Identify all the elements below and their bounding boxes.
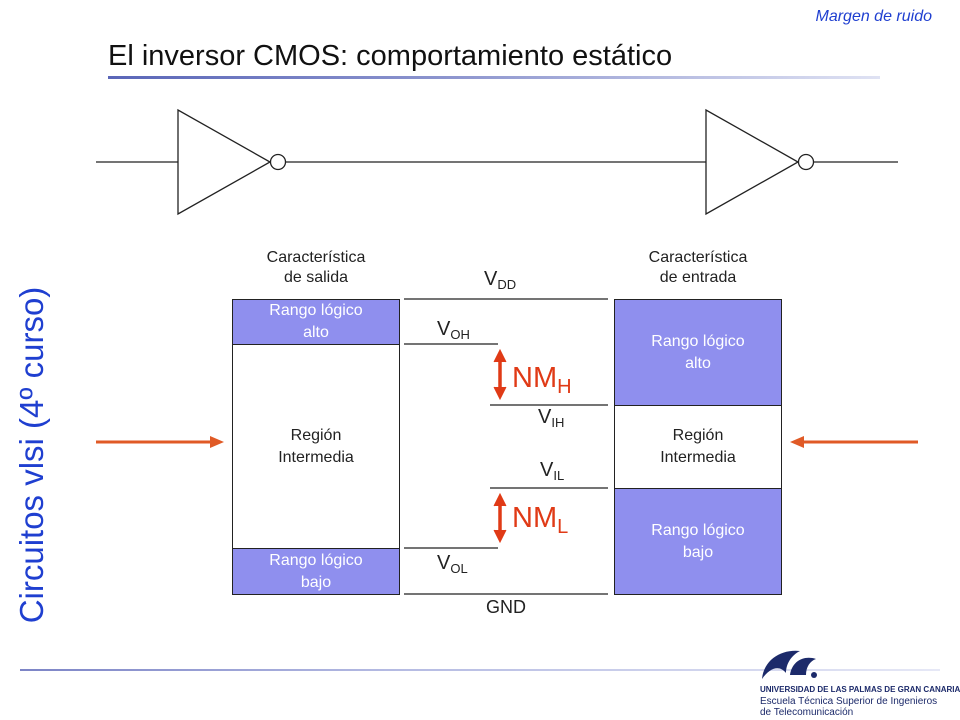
input-low-range: Rango lógico bajo — [614, 488, 782, 595]
output-heading-line1: Característica — [266, 249, 366, 266]
vil-label: VIL — [540, 459, 565, 483]
nmh-label: NMH — [512, 362, 572, 398]
vdd-label: VDD — [484, 268, 517, 292]
vih-label: VIH — [538, 406, 565, 430]
output-high-range: Rango lógico alto — [232, 299, 400, 345]
output-intermediate-region: Región Intermedia — [232, 344, 400, 549]
section-label: Margen de ruido — [815, 8, 932, 25]
university-logo: UNIVERSIDAD DE LAS PALMAS DE GRAN CANARI… — [752, 645, 960, 718]
input-low-range-label: Rango lógico bajo — [651, 521, 745, 561]
input-heading-line2: de entrada — [659, 269, 737, 286]
logo-school-name: Escuela Técnica Superior de Ingenieros — [760, 696, 938, 707]
input-characteristic-heading: Característica de entrada — [614, 248, 782, 288]
gnd-label: GND — [486, 597, 526, 617]
footer-rule — [20, 669, 940, 671]
output-low-range-label: Rango lógico bajo — [269, 551, 363, 591]
page-title: El inversor CMOS: comportamiento estátic… — [108, 40, 673, 72]
input-high-range-label: Rango lógico alto — [651, 332, 745, 372]
arrow-right-icon — [96, 436, 224, 448]
inverter-gate-icon — [177, 108, 287, 216]
inverter-gate-icon — [705, 108, 815, 216]
vol-label: VOL — [437, 552, 468, 576]
logo-university-name: UNIVERSIDAD DE LAS PALMAS DE GRAN CANARI… — [760, 685, 960, 694]
output-high-range-label: Rango lógico alto — [269, 302, 363, 341]
level-lines — [404, 298, 608, 595]
logo-school-name-2: de Telecomunicación — [760, 707, 854, 718]
output-characteristic-heading: Característica de salida — [232, 248, 400, 288]
output-heading-line2: de salida — [283, 269, 349, 286]
input-intermediate-region: Región Intermedia — [614, 405, 782, 489]
noise-margin-arrows — [493, 348, 507, 544]
input-intermediate-label: Región Intermedia — [660, 427, 736, 466]
output-low-range: Rango lógico bajo — [232, 548, 400, 595]
university-logo-icon — [762, 650, 817, 679]
output-intermediate-label: Región Intermedia — [278, 426, 354, 466]
input-high-range: Rango lógico alto — [614, 299, 782, 406]
nml-label: NML — [512, 502, 569, 538]
input-heading-line1: Característica — [648, 249, 748, 266]
arrow-left-icon — [790, 436, 918, 448]
voh-label: VOH — [437, 318, 470, 342]
title-underline — [108, 76, 880, 79]
